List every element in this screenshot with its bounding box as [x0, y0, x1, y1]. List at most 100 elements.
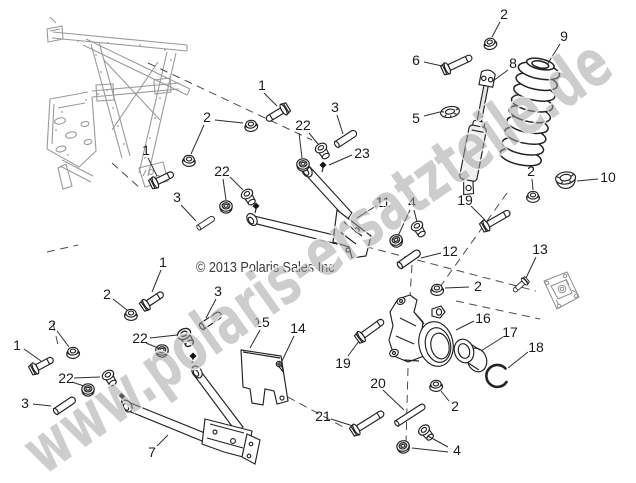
- callout-number: 1: [258, 77, 266, 93]
- callout-11: 11: [356, 194, 390, 219]
- copyright-text: © 2013 Polaris Sales Inc.: [196, 260, 338, 276]
- carrier-bushing: [395, 438, 412, 456]
- arm-bushing: [296, 158, 310, 172]
- hex-bolt: [478, 206, 514, 234]
- pivot-pin: [395, 248, 423, 271]
- flange-nut: [181, 154, 197, 168]
- lower-control-arm: [118, 352, 261, 465]
- callout-number: 1: [13, 337, 21, 353]
- callout-22: 22: [132, 330, 178, 349]
- callout-7: 7: [148, 434, 169, 460]
- callout-1: 1: [258, 77, 278, 107]
- callout-23: 23: [328, 145, 370, 166]
- callout-4: 4: [411, 435, 461, 458]
- callout-number: 22: [295, 117, 311, 133]
- callout-number: 2: [500, 6, 508, 22]
- callout-2: 2: [527, 163, 535, 191]
- flange-nut: [429, 283, 445, 297]
- callout-number: 22: [214, 163, 230, 179]
- callout-number: 4: [453, 442, 461, 458]
- callout-number: 3: [214, 283, 222, 299]
- hex-bolt: [353, 315, 388, 345]
- arm-bushing: [219, 200, 233, 214]
- brake-caliper: [543, 271, 580, 310]
- hex-bolt: [439, 50, 475, 77]
- callout-number: 13: [532, 241, 548, 257]
- callout-number: 9: [560, 28, 568, 44]
- callout-15: 15: [249, 314, 270, 349]
- callout-19: 19: [457, 192, 486, 221]
- callout-number: 22: [58, 370, 74, 386]
- spring-retainer: [555, 171, 577, 190]
- callout-2: 2: [444, 278, 482, 294]
- callout-number: 2: [203, 109, 211, 125]
- callout-2: 2: [190, 109, 244, 155]
- callout-number: 2: [103, 286, 111, 302]
- pivot-pin: [195, 214, 216, 232]
- callout-number: 14: [290, 320, 306, 336]
- flange-nut: [526, 190, 540, 203]
- carrier-bushing: [416, 422, 437, 444]
- shock-absorber: [459, 69, 496, 196]
- callout-number: 3: [173, 189, 181, 205]
- callout-number: 3: [21, 395, 29, 411]
- callout-22: 22: [58, 370, 101, 387]
- callout-number: 20: [370, 375, 386, 391]
- callout-number: 10: [600, 169, 616, 185]
- callout-number: 18: [528, 339, 544, 355]
- arm-bushing: [313, 140, 333, 162]
- callout-3: 3: [205, 283, 222, 319]
- callout-6: 6: [412, 52, 443, 68]
- callout-9: 9: [546, 28, 568, 66]
- flange-nut: [123, 308, 139, 322]
- flange-nut: [243, 118, 259, 133]
- callout-number: 2: [451, 398, 459, 414]
- callout-3: 3: [21, 395, 52, 411]
- callout-17: 17: [480, 324, 518, 352]
- callout-2: 2: [48, 317, 70, 348]
- flange-nut: [428, 379, 444, 393]
- hex-bolt: [147, 167, 177, 191]
- callout-4: 4: [397, 194, 418, 237]
- flange-nut: [482, 36, 499, 52]
- callout-number: 5: [412, 110, 420, 126]
- callout-1: 1: [142, 142, 158, 177]
- callout-20: 20: [370, 375, 405, 411]
- callout-13: 13: [525, 241, 548, 279]
- callout-1: 1: [151, 254, 167, 293]
- hex-bolt: [27, 353, 57, 377]
- callout-10: 10: [576, 169, 616, 185]
- callout-number: 8: [509, 55, 517, 71]
- callout-3: 3: [331, 99, 344, 135]
- callout-8: 8: [492, 55, 517, 82]
- flange-nut: [65, 346, 81, 360]
- hex-bolt: [348, 406, 388, 438]
- callout-2: 2: [491, 6, 508, 38]
- callout-2: 2: [440, 390, 459, 414]
- chassis-frame: [46, 16, 191, 190]
- coil-spring: [499, 57, 561, 167]
- callout-number: 12: [442, 243, 458, 259]
- callout-number: 6: [412, 52, 420, 68]
- callout-12: 12: [420, 243, 458, 259]
- callout-number: 2: [48, 317, 56, 333]
- callout-number: 3: [331, 99, 339, 115]
- callout-19: 19: [335, 340, 360, 371]
- axle-bushing: [453, 338, 488, 373]
- washer: [440, 105, 460, 119]
- callout-number: 19: [457, 192, 473, 208]
- callout-number: 2: [474, 278, 482, 294]
- callout-21: 21: [315, 408, 354, 427]
- pivot-pin: [393, 402, 427, 428]
- bearing-carrier: [388, 294, 454, 367]
- callout-number: 23: [354, 145, 370, 161]
- callout-number: 1: [159, 254, 167, 270]
- callout-16: 16: [455, 310, 491, 331]
- callout-number: 22: [132, 330, 148, 346]
- callout-number: 15: [254, 314, 270, 330]
- callout-number: 19: [335, 355, 351, 371]
- callout-1: 1: [13, 337, 42, 362]
